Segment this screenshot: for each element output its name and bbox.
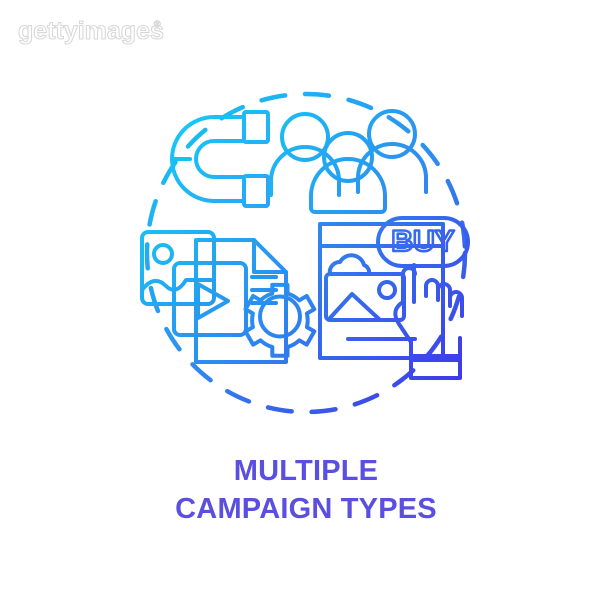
watermark-registered-mark: ® xyxy=(154,19,161,29)
page-title: MULTIPLE CAMPAIGN TYPES xyxy=(0,452,612,529)
video-play-icon xyxy=(172,261,248,337)
document-fold-corner xyxy=(252,238,288,274)
people-group-icon xyxy=(269,109,428,214)
caption-line-1: MULTIPLE xyxy=(233,455,379,487)
media-stack-icon xyxy=(140,230,216,306)
image-placeholder-sun xyxy=(377,280,397,300)
caption-line-2: CAMPAIGN TYPES xyxy=(175,493,437,526)
person-head-right xyxy=(367,109,417,159)
person-body-right xyxy=(356,142,428,194)
person-body-center xyxy=(309,157,387,214)
person-body-left xyxy=(269,145,341,197)
gear-center-hole xyxy=(258,294,302,339)
person-head-left xyxy=(280,112,330,162)
image-cloud-icon xyxy=(327,253,372,276)
gear-icon xyxy=(243,282,317,358)
image-mountain-icon xyxy=(140,278,216,292)
image-placeholder-mountain xyxy=(328,292,382,322)
watermark-text: gettyimages xyxy=(18,17,164,45)
play-triangle-icon xyxy=(196,282,230,320)
person-head-center xyxy=(322,131,374,183)
hand-wrist xyxy=(409,354,462,380)
gear-body xyxy=(243,282,317,358)
image-sun-icon xyxy=(152,243,174,265)
watermark-logo-icon: gettyimages ® xyxy=(18,16,164,45)
getty-images-watermark: gettyimages ® xyxy=(18,14,178,48)
buy-button-icon[interactable]: BUY xyxy=(376,216,470,268)
magnet-icon xyxy=(170,110,270,208)
document-icon xyxy=(194,238,288,364)
pointer-hand-icon xyxy=(393,263,464,380)
buy-button-label: BUY xyxy=(391,225,454,258)
